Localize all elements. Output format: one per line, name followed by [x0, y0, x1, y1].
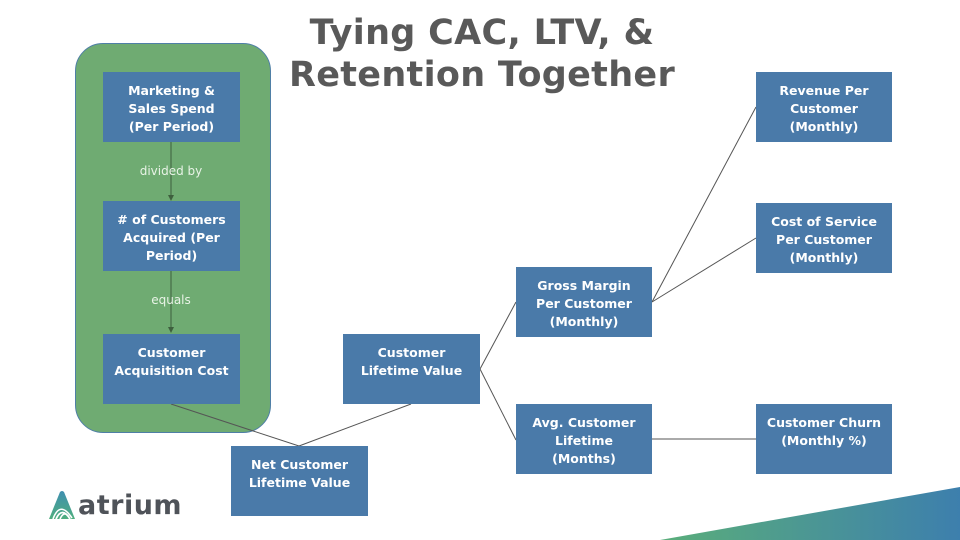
node-text-line: Lifetime Value	[248, 475, 351, 490]
node-text-line: Per Customer	[536, 296, 632, 311]
title-line-1: Tying CAC, LTV, &	[309, 13, 655, 53]
atrium-arch-icon	[49, 491, 75, 520]
logo-text: atrium	[78, 489, 183, 521]
node-marketing-sales-spend: Marketing & Sales Spend (Per Period)	[103, 72, 240, 142]
node-text-line: Sales Spend	[128, 101, 215, 116]
node-text-line: Period)	[145, 248, 198, 263]
connector-clv-to-avg-lifetime	[479, 368, 517, 441]
node-text-line: Acquisition Cost	[114, 363, 229, 378]
node-text-line: Revenue Per	[779, 83, 869, 98]
node-avg-customer-lifetime: Avg. Customer Lifetime (Months)	[516, 404, 652, 474]
node-text-line: Lifetime Value	[360, 363, 463, 378]
node-text-line: # of Customers	[117, 212, 226, 227]
node-net-customer-lifetime-value: Net Customer Lifetime Value	[231, 446, 368, 516]
node-text-line: Acquired (Per	[123, 230, 220, 245]
node-text-line: Marketing &	[128, 83, 215, 98]
connector-gross-margin-to-cost	[651, 237, 757, 303]
node-text-line: Net Customer	[250, 457, 348, 472]
connector-cac-to-net-clv	[170, 403, 300, 447]
node-customer-churn: Customer Churn (Monthly %)	[756, 404, 892, 474]
node-text-line: Customer	[790, 101, 858, 116]
node-text-line: (Per Period)	[128, 119, 215, 134]
node-text-line: Per Customer	[776, 232, 872, 247]
edge-label-equals: equals	[151, 293, 191, 307]
node-cost-of-service: Cost of Service Per Customer (Monthly)	[756, 203, 892, 273]
node-text-line: Lifetime	[555, 433, 613, 448]
node-revenue-per-customer: Revenue Per Customer (Monthly)	[756, 72, 892, 142]
connector-clv-to-net-clv	[298, 403, 412, 447]
connector-clv-to-gross-margin	[479, 301, 517, 370]
node-text-line: Customer	[137, 345, 206, 360]
node-customers-acquired: # of Customers Acquired (Per Period)	[103, 201, 240, 271]
node-text-line: Gross Margin	[537, 278, 631, 293]
node-text-line: Cost of Service	[771, 214, 877, 229]
node-customer-lifetime-value: Customer Lifetime Value	[343, 334, 480, 404]
node-customer-acquisition-cost: Customer Acquisition Cost	[103, 334, 240, 404]
slide-title: Tying CAC, LTV, & Retention Together	[282, 12, 682, 96]
node-text-line: (Monthly)	[789, 119, 859, 134]
title-line-2: Retention Together	[288, 55, 676, 95]
node-text-line: (Months)	[552, 451, 616, 466]
node-text-line: (Monthly)	[549, 314, 619, 329]
node-text-line: Avg. Customer	[532, 415, 636, 430]
edge-label-divided-by: divided by	[139, 164, 203, 178]
node-text-line: (Monthly)	[789, 250, 859, 265]
node-text-line: Customer	[377, 345, 446, 360]
node-text-line: Customer Churn	[766, 415, 882, 430]
node-gross-margin-per-customer: Gross Margin Per Customer (Monthly)	[516, 267, 652, 337]
node-text-line: (Monthly %)	[781, 433, 867, 448]
connector-gross-margin-to-revenue	[651, 106, 757, 303]
atrium-logo: atrium	[48, 488, 182, 522]
